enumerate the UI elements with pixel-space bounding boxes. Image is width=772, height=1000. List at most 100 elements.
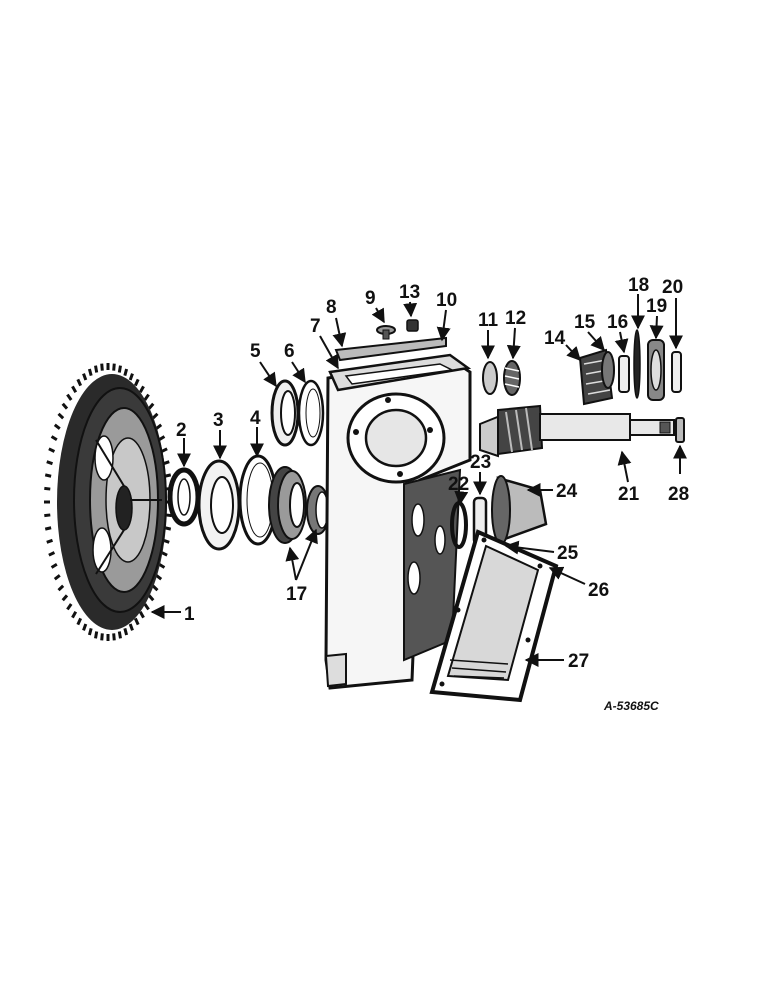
callout-7: 7	[310, 316, 321, 337]
gear-tooth	[50, 562, 58, 569]
gear-tooth	[87, 368, 93, 377]
callout-23: 23	[470, 452, 491, 473]
gear-tooth	[163, 538, 170, 544]
gear-tooth	[94, 365, 99, 373]
callout-27: 27	[568, 651, 589, 672]
bull-gear	[44, 363, 172, 641]
gear-tooth	[164, 526, 172, 531]
gear-tooth	[160, 551, 168, 557]
leader-lines	[150, 294, 687, 667]
callout-22: 22	[448, 474, 469, 495]
washer-20	[671, 351, 682, 393]
spring	[503, 360, 521, 396]
callout-16: 16	[607, 312, 628, 333]
gear-tooth	[53, 574, 61, 581]
callout-6: 6	[284, 341, 295, 362]
callout-3: 3	[213, 410, 224, 431]
retainer-plate	[197, 459, 241, 551]
bearing-cup	[270, 379, 300, 447]
spacer-16	[618, 355, 630, 393]
callout-9: 9	[365, 288, 376, 309]
gear-tooth	[44, 526, 52, 531]
bearing-cage-24	[491, 475, 548, 545]
callout-11: 11	[478, 310, 499, 331]
final-drive-housing	[324, 353, 472, 690]
gear-tooth	[66, 393, 73, 401]
callout-24: 24	[556, 481, 578, 502]
bearing-assembly	[268, 466, 330, 544]
gear-tooth	[147, 402, 155, 410]
bearing-11	[482, 361, 498, 395]
callout-labels: 1 2 3 4 5 6 7 8 9 10 11 12 13 14 15 16 1…	[176, 275, 689, 672]
callout-15: 15	[574, 312, 596, 333]
nut	[406, 319, 419, 332]
gear-tooth	[48, 447, 56, 453]
callout-19: 19	[646, 296, 667, 317]
callout-18: 18	[628, 275, 649, 296]
callout-10: 10	[436, 290, 457, 311]
callout-17: 17	[286, 584, 307, 605]
gear-tooth	[82, 373, 88, 381]
gear-tooth	[100, 363, 104, 371]
gear-tooth	[46, 460, 53, 466]
gear-tooth	[112, 633, 116, 641]
callout-25: 25	[557, 543, 579, 564]
callout-5: 5	[250, 341, 261, 362]
callout-1: 1	[184, 604, 195, 625]
snap-ring-18	[633, 329, 641, 399]
callout-26: 26	[588, 580, 609, 601]
gear-tooth	[71, 611, 78, 619]
gear-tooth	[112, 363, 116, 371]
gear-tooth	[165, 513, 172, 518]
gear-tooth	[128, 623, 134, 631]
gear-tooth	[66, 603, 73, 611]
gear-tooth	[123, 368, 129, 377]
gear-tooth	[117, 631, 122, 639]
gear-tooth	[61, 402, 69, 410]
callout-13: 13	[399, 282, 420, 303]
breather-cap	[376, 325, 396, 340]
gear-tooth	[133, 378, 140, 387]
gear-tooth	[94, 631, 99, 639]
gear-tooth	[133, 617, 140, 626]
gear-tooth	[143, 603, 150, 611]
key-28	[675, 417, 685, 443]
gear-tooth	[44, 486, 51, 491]
gear-tooth	[123, 627, 129, 636]
gear-tooth	[155, 574, 163, 581]
gear-tooth	[100, 633, 104, 641]
callout-4: 4	[250, 408, 261, 429]
seal-ring	[167, 467, 201, 527]
callout-28: 28	[668, 484, 689, 505]
gear-tooth	[117, 365, 122, 373]
callout-21: 21	[618, 484, 640, 505]
callout-12: 12	[505, 308, 526, 329]
gear-tooth	[151, 412, 159, 420]
gear-tooth	[48, 551, 56, 557]
shim	[297, 379, 325, 447]
gear-tooth	[76, 378, 83, 387]
callout-8: 8	[326, 297, 337, 318]
gear-tooth	[44, 513, 51, 518]
gear-tooth	[151, 584, 159, 592]
gear-tooth	[46, 538, 53, 544]
gear-tooth	[128, 373, 134, 381]
gear-tooth	[147, 594, 155, 602]
gear-tooth	[158, 435, 166, 442]
gear-tooth	[138, 611, 145, 619]
gear-tooth	[143, 393, 150, 401]
callout-14: 14	[544, 328, 566, 349]
gear-tooth	[61, 594, 69, 602]
gear-tooth	[82, 623, 88, 631]
gear-tooth	[44, 473, 52, 478]
gear-tooth	[76, 617, 83, 626]
bearing-19	[647, 339, 665, 401]
gear-tooth	[138, 385, 145, 393]
figure-code: A-53685C	[603, 699, 659, 713]
gear-tooth	[87, 627, 93, 636]
gear-tooth	[71, 385, 78, 393]
callout-20: 20	[662, 277, 683, 298]
callout-2: 2	[176, 420, 187, 441]
washer-15	[601, 351, 615, 389]
